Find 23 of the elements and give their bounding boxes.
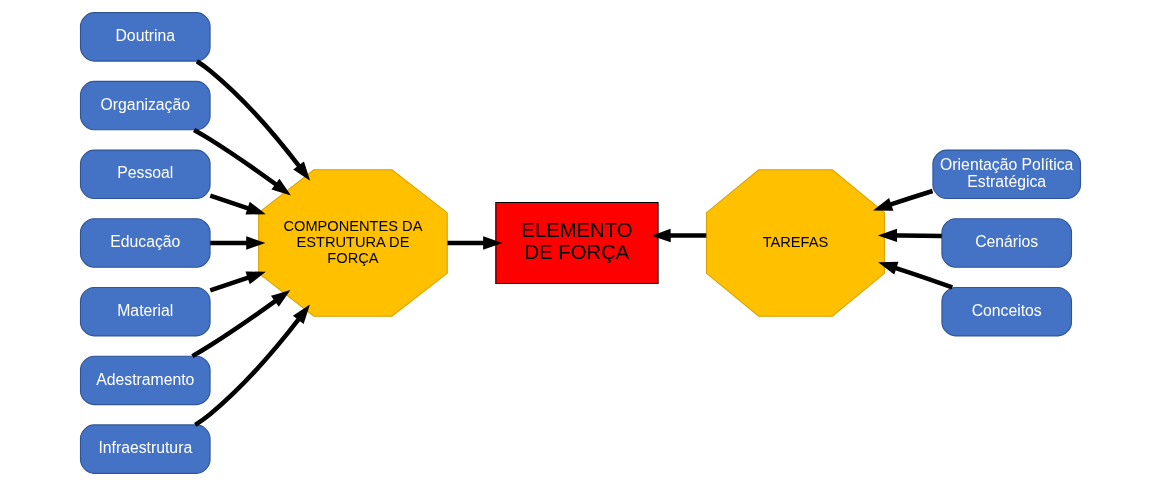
node-box: Pessoal — [79, 149, 211, 200]
node-box: Organização — [79, 80, 211, 131]
arrow — [872, 188, 933, 211]
node-box: ELEMENTO DE FORÇA — [494, 201, 659, 285]
node-box: Adestramento — [79, 355, 211, 406]
arrow — [650, 228, 706, 243]
node-box: Educação — [79, 218, 211, 268]
node-box: Infraestrutura — [79, 424, 211, 474]
node-box: Doutrina — [79, 12, 211, 62]
node-box: Orientação Política Estratégica — [931, 149, 1081, 200]
node-box: Conceitos — [940, 286, 1072, 337]
node-box: Material — [79, 286, 211, 337]
arrow — [209, 236, 265, 250]
arrow — [877, 228, 942, 243]
arrow — [877, 261, 953, 290]
node-box: Cenários — [940, 218, 1072, 268]
arrow — [209, 193, 266, 215]
arrow — [192, 127, 291, 196]
arrow — [193, 304, 310, 427]
arrow — [195, 59, 310, 181]
arrow — [190, 290, 290, 359]
arrow — [446, 236, 502, 250]
arrow — [209, 271, 266, 293]
